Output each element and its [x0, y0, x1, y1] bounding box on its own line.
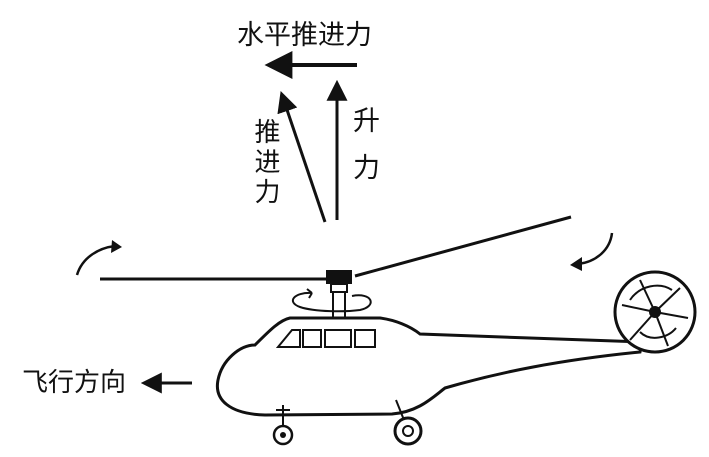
rotation-arrow-right — [570, 232, 614, 271]
rotor-hub — [291, 270, 372, 320]
rotation-arrow-left — [75, 240, 122, 276]
landing-gear — [272, 399, 423, 446]
thrust-label: 推进力 — [250, 118, 280, 208]
flight-direction-label: 飞行方向 — [22, 368, 127, 398]
fuselage — [215, 316, 644, 417]
tail-rotor — [613, 270, 697, 354]
thrust-arrow — [277, 91, 327, 223]
lift-label: 升力 — [348, 106, 379, 200]
horizontal-thrust-label: 水平推进力 — [237, 20, 372, 51]
main-rotor-blades — [100, 215, 572, 281]
